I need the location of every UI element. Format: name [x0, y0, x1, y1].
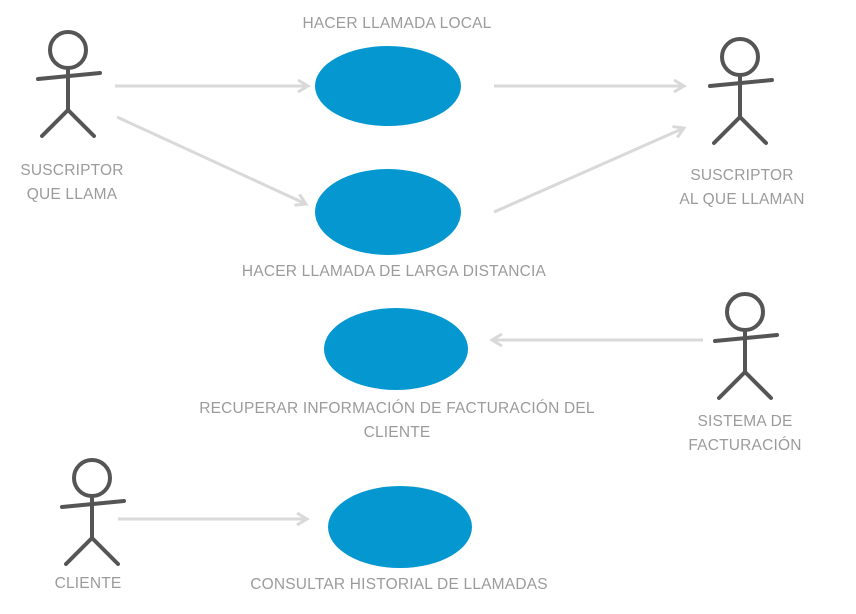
use-case-label-long: HACER LLAMADA DE LARGA DISTANCIA	[242, 263, 547, 280]
actor-head	[72, 458, 112, 498]
actor-label-client: CLIENTE	[55, 575, 122, 592]
use-case-history	[328, 486, 472, 568]
actor-left-leg	[717, 370, 747, 400]
actor-label-callee-line: AL QUE LLAMAN	[679, 191, 804, 208]
actor-left-leg	[712, 115, 742, 145]
actor-head	[720, 37, 760, 77]
actor-label-billing: SISTEMA DE FACTURACIÓN	[688, 413, 801, 454]
actor-client-icon	[60, 458, 126, 566]
use-case-label-billinfo-line: CLIENTE	[364, 424, 431, 441]
use-case-label-billinfo: RECUPERAR INFORMACIÓN DE FACTURACIÓN DEL…	[199, 400, 595, 441]
actor-left-leg	[40, 108, 70, 138]
use-case-long	[315, 169, 461, 255]
use-case-label-local-line: HACER LLAMADA LOCAL	[302, 15, 491, 32]
actor-left-leg	[64, 536, 94, 566]
actor-head	[48, 30, 88, 70]
actor-right-leg	[743, 370, 773, 400]
actor-label-client-line: CLIENTE	[55, 575, 122, 592]
use-case-label-long-line: HACER LLAMADA DE LARGA DISTANCIA	[242, 263, 547, 280]
actor-label-billing-line: SISTEMA DE	[697, 413, 792, 430]
actor-arms	[36, 71, 102, 81]
actor-billing-icon	[713, 292, 779, 400]
actor-label-caller-line: QUE LLAMA	[27, 186, 118, 203]
actor-caller-icon	[36, 30, 102, 138]
actor-label-callee-line: SUSCRIPTOR	[690, 167, 793, 184]
use-case-label-history: CONSULTAR HISTORIAL DE LLAMADAS	[250, 576, 548, 593]
actor-right-leg	[90, 536, 120, 566]
actor-label-caller: SUSCRIPTOR QUE LLAMA	[20, 162, 123, 203]
actor-head	[725, 292, 765, 332]
actor-callee-icon	[708, 37, 774, 145]
use-case-local	[315, 46, 461, 126]
actor-arms	[708, 78, 774, 88]
actor-right-leg	[66, 108, 96, 138]
use-case-label-local: HACER LLAMADA LOCAL	[302, 15, 491, 32]
use-case-label-billinfo-line: RECUPERAR INFORMACIÓN DE FACTURACIÓN DEL	[199, 400, 595, 417]
actor-label-caller-line: SUSCRIPTOR	[20, 162, 123, 179]
use-case-billinfo	[324, 308, 468, 390]
association-arrow-long-callee	[493, 128, 684, 214]
use-case-label-history-line: CONSULTAR HISTORIAL DE LLAMADAS	[250, 576, 548, 593]
actor-label-billing-line: FACTURACIÓN	[688, 437, 801, 454]
association-arrow-caller-long	[116, 115, 306, 204]
actor-arms	[713, 333, 779, 343]
actor-right-leg	[738, 115, 768, 145]
actor-label-callee: SUSCRIPTOR AL QUE LLAMAN	[679, 167, 804, 208]
actor-arms	[60, 499, 126, 509]
